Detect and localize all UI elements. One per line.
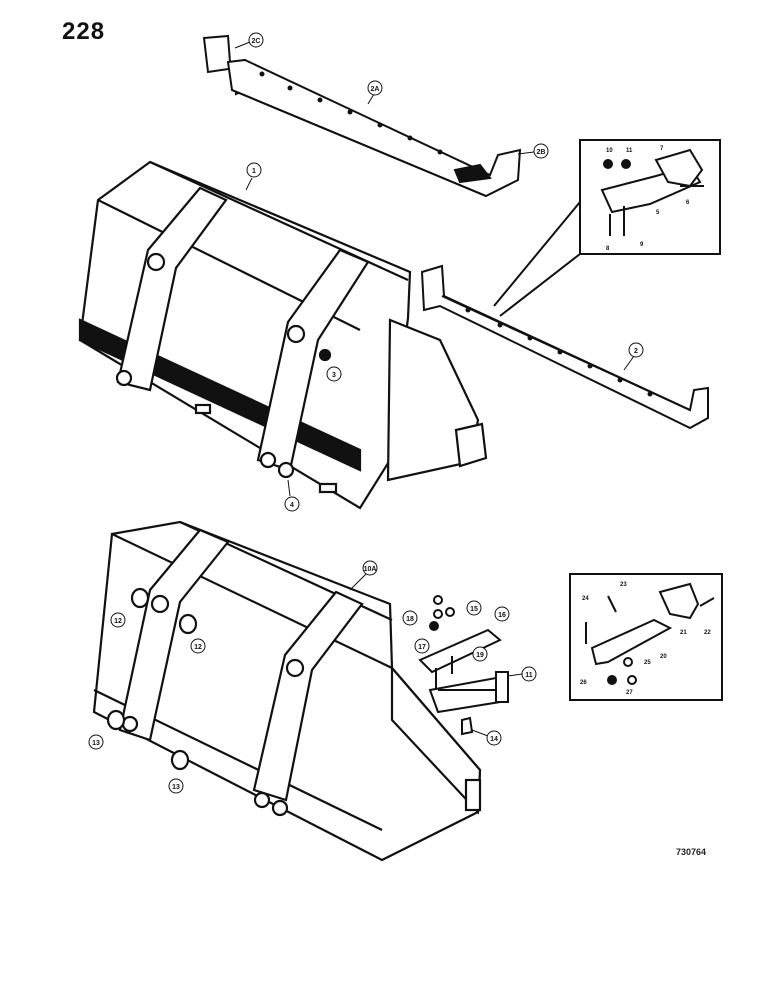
- detail-top-labels: 10 11 7 5 6 8 9: [606, 146, 690, 252]
- callout-labels: 2C 2A 2B 1 3 4 2 10A 11 12 12 13 13 14 1…: [92, 38, 638, 791]
- detail-top-label-8: 8: [606, 246, 610, 252]
- detail-top-label-10: 10: [606, 148, 613, 154]
- callout-18: 18: [406, 616, 414, 623]
- tooth-detail-bottom: [569, 573, 723, 701]
- detail-bottom-label-26: 26: [580, 680, 587, 686]
- callout-2: 2: [634, 348, 638, 355]
- callouts: [88, 32, 644, 794]
- detail-top-label-7: 7: [660, 146, 664, 152]
- callout-2c: 2C: [252, 38, 261, 45]
- callout-3: 3: [332, 372, 336, 379]
- callout-13-right: 13: [172, 784, 180, 791]
- detail-bottom-label-20: 20: [660, 654, 667, 660]
- top-edge-strip: [202, 34, 522, 198]
- detail-top-label-5: 5: [656, 210, 660, 216]
- callout-17: 17: [418, 644, 426, 651]
- detail-bottom-label-21: 21: [680, 630, 687, 636]
- upper-bucket: [78, 160, 488, 510]
- detail-top-label-11: 11: [626, 148, 633, 154]
- callout-16: 16: [498, 612, 506, 619]
- callout-14: 14: [490, 736, 498, 743]
- callout-4: 4: [290, 502, 294, 509]
- detail-bottom-label-22: 22: [704, 630, 711, 636]
- lower-tooth-parts: [418, 595, 509, 736]
- detail-top-label-6: 6: [686, 200, 690, 206]
- detail-bottom-label-24: 24: [582, 596, 589, 602]
- right-edge-strip: [420, 264, 709, 430]
- detail-bottom-label-27: 27: [626, 690, 633, 696]
- callout-15: 15: [470, 606, 478, 613]
- detail-top-label-9: 9: [640, 242, 644, 248]
- callout-19: 19: [476, 652, 484, 659]
- page-number: 228: [62, 18, 106, 45]
- detail-bottom-label-23: 23: [620, 582, 627, 588]
- callout-10a: 10A: [364, 566, 377, 573]
- callout-12-right: 12: [194, 644, 202, 651]
- detail-bottom-labels: 23 24 21 22 20 25 26 27: [580, 582, 711, 696]
- lower-bucket: [92, 520, 482, 862]
- tooth-detail-top: [493, 139, 721, 317]
- detail-bottom-label-25-a: 25: [644, 660, 651, 666]
- figure-code: 730764: [676, 847, 707, 857]
- callout-12-left: 12: [114, 618, 122, 625]
- callout-11: 11: [525, 672, 533, 679]
- callout-1: 1: [252, 168, 256, 175]
- callout-13-left: 13: [92, 740, 100, 747]
- callout-2a: 2A: [371, 86, 380, 93]
- callout-2b: 2B: [537, 149, 546, 156]
